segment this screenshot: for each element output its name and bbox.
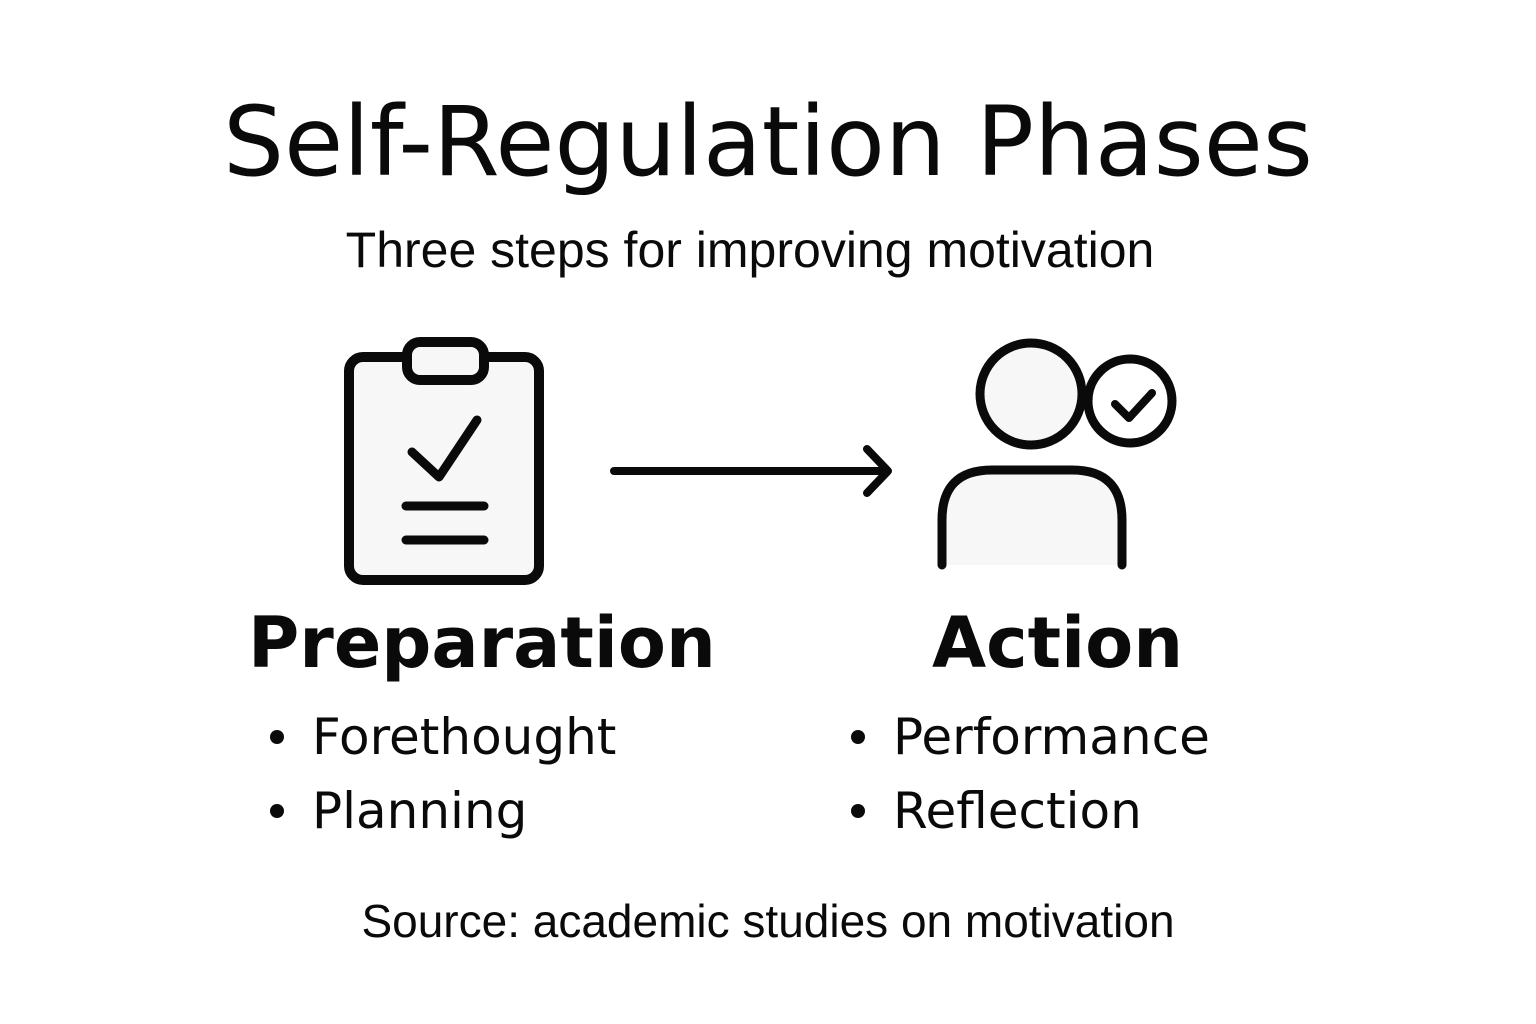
phase-action: Action (932, 603, 1183, 683)
clipboard-check-icon (344, 337, 544, 585)
phase-action-list: Performance Reflection (851, 700, 1210, 848)
list-item: Performance (851, 700, 1210, 774)
arrow-right-icon (610, 445, 892, 497)
bullet-icon (270, 730, 284, 744)
list-item: Reflection (851, 774, 1210, 848)
phase-preparation: Preparation (248, 603, 716, 683)
bullet-icon (270, 804, 284, 818)
list-item-label: Planning (312, 782, 528, 840)
bullet-icon (851, 804, 865, 818)
list-item: Forethought (270, 700, 616, 774)
list-item-label: Reflection (893, 782, 1142, 840)
page-subtitle: Three steps for improving motivation (345, 222, 1155, 278)
list-item-label: Performance (893, 708, 1210, 766)
phase-preparation-list: Forethought Planning (270, 700, 616, 848)
bullet-icon (851, 730, 865, 744)
user-check-icon (937, 338, 1177, 570)
phase-title: Action (932, 602, 1184, 684)
phase-title: Preparation (248, 602, 716, 684)
source-caption: Source: academic studies on motivation (361, 895, 1175, 947)
page-title: Self-Regulation Phases (223, 86, 1313, 198)
list-item: Planning (270, 774, 616, 848)
list-item-label: Forethought (312, 708, 617, 766)
